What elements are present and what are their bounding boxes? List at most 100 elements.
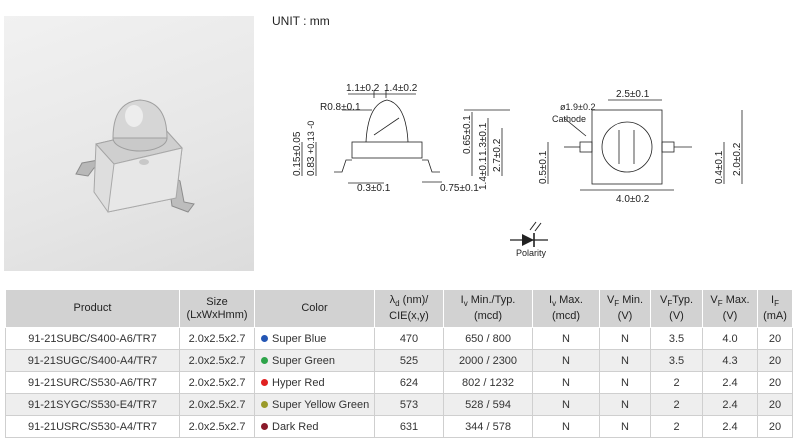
header-wavelength: λd (nm)/CIE(x,y) [374,289,444,328]
dim-0-83: 0.83 [306,156,317,176]
header-vf-typ: VFTyp.(V) [650,289,703,328]
table-header-row: Product Size(LxWxHmm) Color λd (nm)/CIE(… [5,289,793,328]
dim-2-0: 2.0±0.2 [732,142,743,176]
cell-vf-max: 2.4 [702,371,758,394]
color-dot-icon [261,378,268,386]
cell-iv: 344 / 578 [443,415,533,438]
color-dot-icon [261,422,268,430]
cell-size: 2.0x2.5x2.7 [179,393,255,416]
color-name: Super Yellow Green [272,398,370,411]
cell-vf-typ: 2 [650,393,703,416]
header-product: Product [5,289,180,328]
dim-0-75: 0.75±0.1 [440,183,479,194]
polarity-label: Polarity [516,248,547,258]
cell-vf-typ: 3.5 [650,327,703,350]
cell-product: 91-21SUBC/S400-A6/TR7 [5,327,180,350]
cell-vf-typ: 2 [650,371,703,394]
dim-0-5: 0.5±0.1 [538,150,549,184]
color-name: Hyper Red [272,376,325,389]
side-view [301,90,510,184]
color-name: Dark Red [272,420,319,433]
spec-table: Product Size(LxWxHmm) Color λd (nm)/CIE(… [5,289,793,438]
dim-1-4-vert: 1.4±0.1 [478,156,489,190]
cell-product: 91-21SURC/S530-A6/TR7 [5,371,180,394]
cell-vf-min: N [599,393,651,416]
color-dot-icon [261,334,268,342]
cell-if: 20 [757,415,793,438]
cell-vf-max: 2.4 [702,415,758,438]
dim-dia-1-9: ø1.9±0.2 [560,102,595,112]
dim-1-4: 1.4±0.2 [384,83,418,94]
cell-vf-max: 4.3 [702,349,758,372]
cathode-label: Cathode [552,114,586,124]
led-illustration [75,99,195,213]
cell-size: 2.0x2.5x2.7 [179,327,255,350]
header-vf-min: VF Min.(V) [599,289,651,328]
cell-product: 91-21SYGC/S530-E4/TR7 [5,393,180,416]
cell-if: 20 [757,327,793,350]
dim-0-65: 0.65±0.1 [462,115,473,154]
dim-0-15: 0.15±0.05 [292,131,303,176]
cell-color: Super Blue [254,327,375,350]
cell-product: 91-21USRC/S530-A4/TR7 [5,415,180,438]
dim-0-3: 0.3±0.1 [357,183,391,194]
color-name: Super Blue [272,332,327,345]
cell-vf-max: 4.0 [702,327,758,350]
cell-iv: 2000 / 2300 [443,349,533,372]
cell-size: 2.0x2.5x2.7 [179,349,255,372]
color-dot-icon [261,400,268,408]
cell-if: 20 [757,393,793,416]
cell-wave: 631 [374,415,444,438]
cell-wave: 624 [374,371,444,394]
dim-0-83-tolerance: +0.13 -0 [306,121,316,154]
cell-iv-max: N [532,415,600,438]
cell-vf-min: N [599,349,651,372]
cell-vf-min: N [599,415,651,438]
cell-vf-min: N [599,371,651,394]
product-photo [4,16,254,271]
cell-wave: 525 [374,349,444,372]
cell-iv-max: N [532,371,600,394]
dim-1-1: 1.1±0.2 [346,83,380,94]
cell-iv-max: N [532,349,600,372]
cell-product: 91-21SUGC/S400-A4/TR7 [5,349,180,372]
dim-1-3: 1.3±0.1 [478,122,489,156]
cell-wave: 573 [374,393,444,416]
dimension-drawing: 1.1±0.2 1.4±0.2 R0.8±0.1 0.3±0.1 0.75±0.… [292,83,743,205]
cell-iv: 528 / 594 [443,393,533,416]
cell-iv-max: N [532,393,600,416]
cell-vf-max: 2.4 [702,393,758,416]
header-iv-max: Iv Max.(mcd) [532,289,600,328]
color-name: Super Green [272,354,335,367]
cell-color: Super Green [254,349,375,372]
header-size: Size(LxWxHmm) [179,289,255,328]
cell-wave: 470 [374,327,444,350]
cell-iv: 650 / 800 [443,327,533,350]
cell-size: 2.0x2.5x2.7 [179,371,255,394]
cell-iv: 802 / 1232 [443,371,533,394]
dim-4-0: 4.0±0.2 [616,194,650,205]
cell-if: 20 [757,349,793,372]
unit-label: UNIT : mm [272,14,330,28]
dim-r0-8: R0.8±0.1 [320,102,361,113]
header-color: Color [254,289,375,328]
cell-color: Dark Red [254,415,375,438]
cell-vf-min: N [599,327,651,350]
cell-iv-max: N [532,327,600,350]
color-dot-icon [261,356,268,364]
header-if: IF (mA) [757,289,793,328]
cell-vf-typ: 3.5 [650,349,703,372]
top-view [547,99,743,191]
header-vf-max: VF Max.(V) [702,289,758,328]
cell-size: 2.0x2.5x2.7 [179,415,255,438]
cell-color: Hyper Red [254,371,375,394]
cell-vf-typ: 2 [650,415,703,438]
header-iv-min-typ: Iv Min./Typ.(mcd) [443,289,533,328]
polarity-diode-icon [510,221,548,247]
cell-color: Super Yellow Green [254,393,375,416]
